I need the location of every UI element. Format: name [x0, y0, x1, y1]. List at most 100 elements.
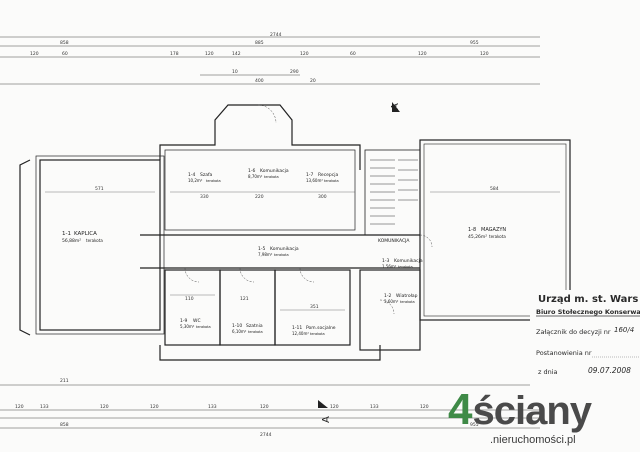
top-dim-r2-3: 178: [170, 51, 179, 57]
room-1-11: 1-11 Pom.socjalne 12,40m² terakota: [292, 325, 336, 336]
room-area: 12,40m²: [292, 331, 309, 336]
room-id: 1-8: [468, 227, 476, 233]
inner-dim-2: 584: [490, 186, 499, 192]
logo: 4ściany .nieruchomości.pl: [448, 388, 636, 448]
bottom-dim-r3-2: 2744: [260, 432, 272, 438]
logo-digit: 4: [448, 385, 473, 434]
room-1-1: 1-1 KAPLICA 56,88m² terakota: [62, 231, 103, 244]
door-swings: [184, 104, 433, 315]
bottom-dim-r2-6: 120: [260, 404, 269, 410]
top-dim-r2-7: 60: [350, 51, 356, 57]
inner-dim-4: 220: [255, 194, 264, 200]
room-id: 1-11: [292, 325, 302, 331]
room-name: Pom.socjalne: [306, 325, 336, 331]
room-id: 1-6: [248, 168, 255, 174]
top-dim-2: 885: [255, 40, 264, 46]
room-area: 56,88m²: [62, 238, 81, 244]
room-area: 3,60m²: [384, 299, 399, 304]
room-id: 1-10: [232, 323, 242, 329]
room-area: 1,56m²: [382, 264, 397, 269]
room-name: Komunikacja: [270, 246, 299, 252]
top-dim-r2-6: 120: [300, 51, 309, 57]
bottom-dimension-lines: [0, 384, 540, 429]
top-dim-r2-8: 120: [418, 51, 427, 57]
bottom-dim-r3-3: 955: [470, 422, 479, 428]
section-mark-bottom: A: [321, 416, 332, 423]
room-name: Recepcja: [318, 172, 339, 178]
room-1-3: 1-3 Komunikacja 1,56m² terakota: [382, 258, 423, 269]
inner-dimension-lines: [45, 191, 560, 311]
top-dim-r2-5: 142: [232, 51, 241, 57]
room-id: 1-9: [180, 318, 187, 324]
room-floor: terakota: [324, 179, 339, 183]
room-name: Szatnia: [246, 323, 263, 329]
room-area: 10,2m²: [188, 178, 203, 183]
top-dim-4: 955: [470, 40, 479, 46]
top-dim-r2-4: 120: [205, 51, 214, 57]
inner-dimension-texts: 571 584 330 220 300 110 121 351: [95, 186, 499, 310]
bottom-dim-r2-3: 120: [100, 404, 109, 410]
room-floor: terakota: [196, 325, 211, 329]
inner-dim-8: 351: [310, 304, 319, 310]
room-name: Komunikacja: [260, 168, 289, 174]
stamp-line2: Biuro Stołecznego Konserwatora: [536, 308, 640, 316]
stamp-line3-handwriting: 160/4: [614, 326, 634, 334]
top-dim-r2-2: 60: [62, 51, 68, 57]
room-id: 1-4: [188, 172, 195, 178]
room-area: 8,70m²: [248, 174, 263, 179]
room-floor: terakota: [398, 265, 413, 269]
room-1-5: 1-5 Komunikacja 7,98m² terakota: [258, 246, 299, 257]
room-1-2: 1-2 Wiatrołap 3,60m² terakota: [384, 293, 418, 304]
room-area: 5,30m²: [180, 324, 195, 329]
top-dim-3: 2744: [270, 32, 282, 38]
stamp-line1: Urząd m. st. Wars: [538, 294, 638, 305]
top-dim-r3-3: 290: [290, 69, 299, 75]
top-dim-1: 858: [60, 40, 69, 46]
room-name: WC: [193, 318, 201, 324]
stamp-line5-handwriting: 09.07.2008: [588, 366, 631, 375]
room-name: Wiatrołap: [396, 293, 418, 299]
room-1-6: 1-6 Komunikacja 8,70m² terakota: [248, 168, 289, 179]
room-id: 1-2: [384, 293, 391, 299]
conservator-stamp: Urząd m. st. Wars Biuro Stołecznego Kons…: [530, 290, 640, 400]
stamp-line5: z dnia: [538, 368, 558, 376]
room-id: 1-7: [306, 172, 313, 178]
section-markers: A A: [318, 102, 401, 423]
room-area: 13,60m²: [306, 178, 323, 183]
walls: [19, 104, 571, 361]
room-floor: terakota: [274, 253, 289, 257]
staircase-steps: [370, 159, 418, 225]
room-id: 1-5: [258, 246, 265, 252]
room-floor: terakota: [248, 330, 263, 334]
top-dim-r3-2: 400: [255, 78, 264, 84]
inner-dim-3: 330: [200, 194, 209, 200]
inner-dim-1: 571: [95, 186, 104, 192]
section-mark-top: A: [390, 103, 401, 110]
bottom-dim-r2-9: 120: [420, 404, 429, 410]
room-floor: terakota: [86, 238, 103, 243]
bottom-dim-r2-5: 133: [208, 404, 217, 410]
room-area: 7,98m²: [258, 252, 273, 257]
inner-dim-7: 121: [240, 296, 249, 302]
room-name: Komunikacja: [394, 258, 423, 264]
room-floor: terakota: [206, 179, 221, 183]
logo-word: ściany: [472, 389, 592, 433]
logo-wordmark: 4ściany: [448, 385, 592, 434]
bottom-dim-r2-2: 133: [40, 404, 49, 410]
top-dim-r2-1: 120: [30, 51, 39, 57]
inner-dim-5: 300: [318, 194, 327, 200]
bottom-dim-r2-8: 133: [370, 404, 379, 410]
room-floor: terakota: [310, 332, 325, 336]
komunikacja-label: KOMUNIKACJA: [378, 238, 410, 244]
room-name: Szafa: [200, 172, 213, 178]
room-1-10: 1-10 Szatnia 6,10m² terakota: [232, 323, 263, 334]
bottom-dim-r3-1: 858: [60, 422, 69, 428]
stamp-line4: Postanowienia nr: [536, 349, 592, 357]
bottom-dim-r2-7: 120: [330, 404, 339, 410]
room-floor: terakota: [489, 234, 506, 239]
top-dim-r3-4: 20: [310, 78, 316, 84]
room-id: 1-3: [382, 258, 389, 264]
room-floor: terakota: [264, 175, 279, 179]
